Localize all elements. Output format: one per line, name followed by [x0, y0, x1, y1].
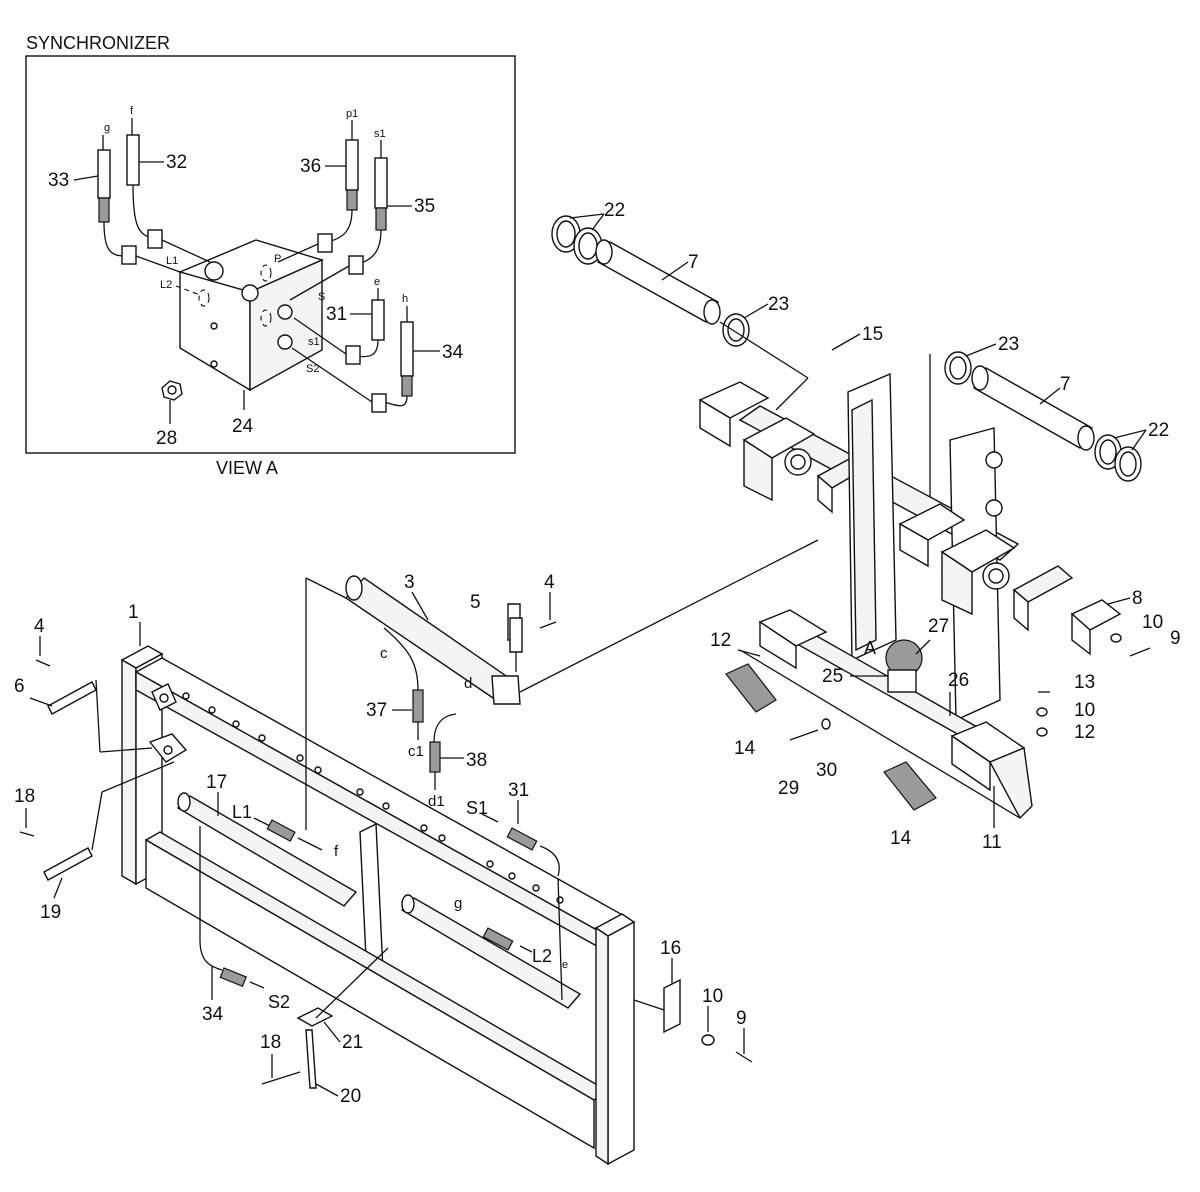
- label-4-left: 4: [34, 616, 45, 637]
- label-6: 6: [14, 676, 25, 697]
- left-pins: [19, 617, 557, 1089]
- label-23-top: 23: [768, 294, 789, 315]
- label-10-c: 10: [702, 986, 723, 1007]
- label-38: 38: [466, 750, 487, 771]
- label-4-top: 4: [544, 572, 555, 593]
- label-27: 27: [928, 616, 949, 637]
- label-28: 28: [156, 428, 177, 449]
- label-19: 19: [40, 902, 61, 923]
- port-P: P: [274, 253, 281, 265]
- label-21: 21: [342, 1032, 363, 1053]
- letter-S2: S2: [268, 992, 290, 1012]
- letter-d1: d1: [428, 793, 445, 810]
- left-labels: 3 5 4 37 38 31 4 6 1 17 18 19 16 10 9 34…: [14, 572, 747, 1107]
- label-34-main: 34: [202, 1004, 224, 1025]
- hose-end-s1: s1: [374, 128, 386, 140]
- letter-e: e: [562, 959, 568, 971]
- label-18-bottom: 18: [260, 1032, 281, 1053]
- label-23-right: 23: [998, 334, 1019, 355]
- port-S2: S2: [306, 363, 319, 375]
- label-34: 34: [442, 342, 464, 363]
- label-22-top: 22: [604, 200, 625, 221]
- label-9-a: 9: [1170, 628, 1181, 649]
- label-36: 36: [300, 156, 321, 177]
- label-20: 20: [340, 1086, 361, 1107]
- letter-L2: L2: [532, 946, 552, 966]
- synchronizer-valve-block: [175, 239, 325, 392]
- label-1: 1: [128, 602, 139, 623]
- label-22-right: 22: [1148, 420, 1169, 441]
- hose-end-p1: p1: [346, 108, 358, 120]
- label-12-a: 12: [710, 630, 731, 651]
- inset-hoses: [97, 118, 414, 413]
- letter-L1: L1: [232, 802, 252, 822]
- synchronizer-title: SYNCHRONIZER: [26, 33, 170, 53]
- hose-end-h: h: [402, 293, 408, 305]
- label-26: 26: [948, 670, 969, 691]
- label-33: 33: [48, 170, 69, 191]
- label-3: 3: [404, 572, 415, 593]
- shaft-assembly: [551, 215, 1142, 536]
- label-A: A: [864, 638, 876, 658]
- right-labels: 22 7 23 15 23 7 22 8 10 9 12 27 25 26 13…: [569, 200, 1181, 853]
- label-17: 17: [206, 772, 227, 793]
- inset-frame: [25, 55, 516, 454]
- label-35: 35: [414, 196, 435, 217]
- label-15: 15: [862, 324, 883, 345]
- label-24: 24: [232, 416, 254, 437]
- hose-end-e: e: [374, 276, 380, 288]
- letter-c: c: [380, 645, 388, 662]
- letter-f: f: [334, 843, 339, 860]
- label-9-c: 9: [736, 1008, 747, 1029]
- carriage-hanger-frame: [519, 372, 1151, 820]
- letter-c1: c1: [408, 743, 424, 760]
- label-7-right: 7: [1060, 374, 1071, 395]
- port-L1: L1: [166, 255, 178, 267]
- label-13: 13: [1074, 672, 1095, 693]
- label-11: 11: [982, 832, 1002, 853]
- label-18-left: 18: [14, 786, 35, 807]
- letter-d: d: [464, 675, 472, 692]
- port-L2: L2: [160, 279, 172, 291]
- left-hoses: [199, 575, 563, 1001]
- port-s1: s1: [308, 336, 320, 348]
- port-S: S: [318, 291, 325, 303]
- label-37: 37: [366, 700, 387, 721]
- label-8: 8: [1132, 588, 1143, 609]
- label-10-b: 10: [1074, 700, 1095, 721]
- label-29: 29: [778, 778, 799, 799]
- label-5: 5: [470, 592, 481, 613]
- label-25: 25: [822, 666, 843, 687]
- letter-g: g: [454, 895, 462, 912]
- view-a-caption: VIEW A: [216, 458, 278, 478]
- letter-S1: S1: [466, 798, 488, 818]
- label-7-top: 7: [688, 252, 699, 273]
- label-30: 30: [816, 760, 837, 781]
- inset-labels: 33 32 36 35 31 34 24 28 g f p1 s1 e h L1…: [48, 105, 464, 449]
- label-14-a: 14: [734, 738, 756, 759]
- hose-end-g: g: [104, 122, 110, 134]
- label-16: 16: [660, 938, 681, 959]
- label-31: 31: [326, 304, 347, 325]
- label-31-main: 31: [508, 780, 529, 801]
- label-12-b: 12: [1074, 722, 1095, 743]
- label-14-b: 14: [890, 828, 912, 849]
- label-10-a: 10: [1142, 612, 1163, 633]
- fork-carriage-frame: [120, 645, 753, 1166]
- hose-end-f: f: [130, 105, 134, 117]
- label-32: 32: [166, 152, 187, 173]
